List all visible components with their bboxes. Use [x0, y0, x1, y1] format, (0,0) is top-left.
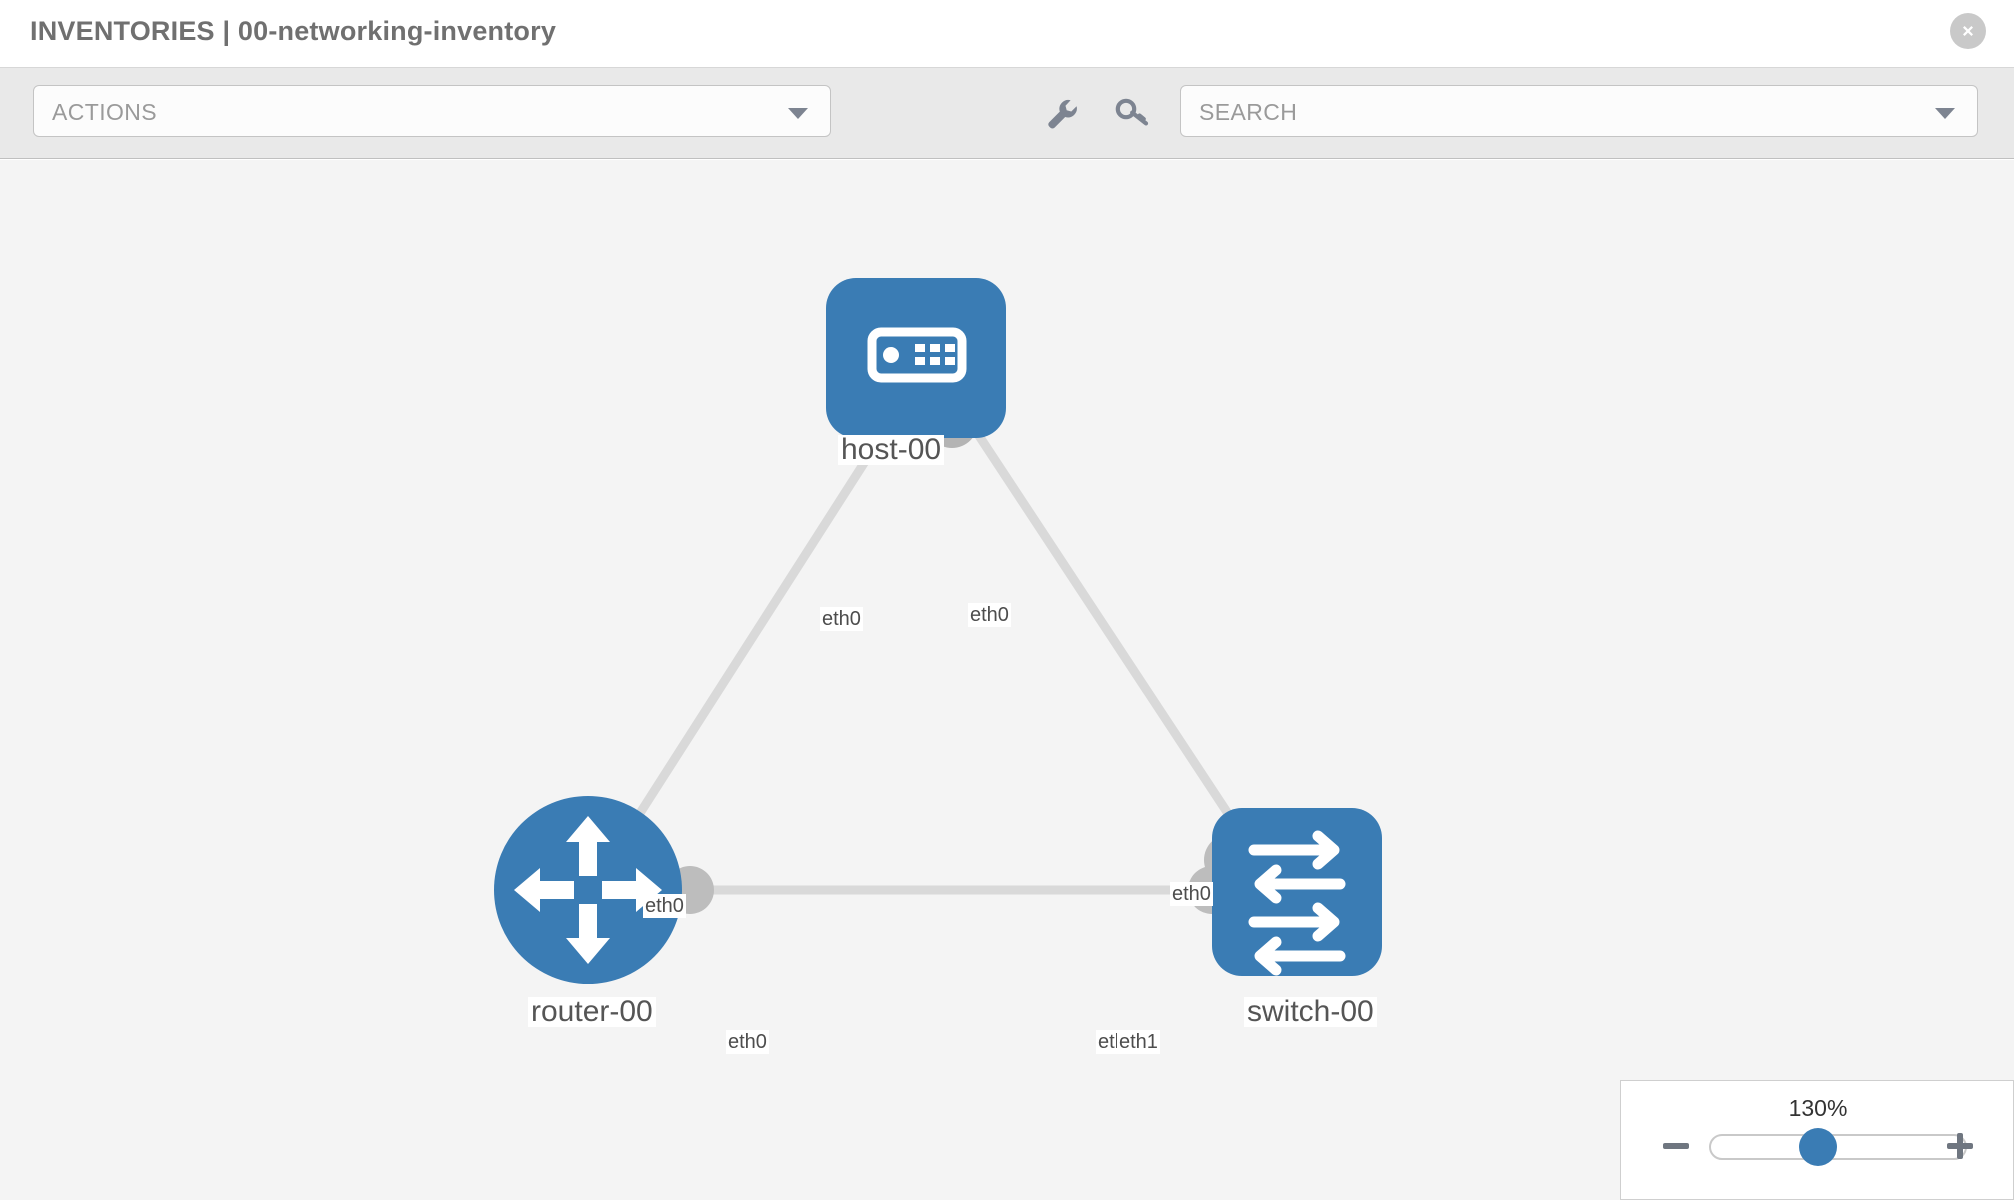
link-host00-router00[interactable] — [606, 407, 902, 863]
node-host-00[interactable] — [826, 278, 1006, 438]
search-input-placeholder: SEARCH — [1199, 99, 1298, 125]
zoom-out-button[interactable] — [1659, 1129, 1693, 1163]
close-icon — [1963, 26, 1973, 36]
iface-label-host00-right: eth0 — [968, 603, 1011, 627]
node-router-00-shape[interactable] — [494, 796, 682, 984]
zoom-control-panel: 130% — [1620, 1080, 2014, 1200]
actions-dropdown-label: ACTIONS — [52, 99, 158, 125]
link-host00-switch00[interactable] — [958, 407, 1256, 853]
search-dropdown[interactable]: SEARCH — [1180, 85, 1978, 137]
node-label-router-00: router-00 — [528, 997, 656, 1027]
close-button[interactable] — [1950, 13, 1986, 49]
plus-icon — [1947, 1133, 1973, 1159]
page-header: INVENTORIES | 00-networking-inventory — [0, 0, 2014, 68]
node-switch-00[interactable] — [1212, 808, 1382, 976]
wrench-icon — [1048, 99, 1077, 129]
node-label-switch-00: switch-00 — [1244, 997, 1377, 1027]
iface-label-router00-uplink: eth0 — [643, 894, 686, 918]
switch-icon — [1248, 830, 1346, 976]
key-button[interactable] — [1110, 92, 1154, 136]
zoom-slider-track[interactable] — [1709, 1134, 1967, 1160]
iface-label-host00-left: eth0 — [820, 607, 863, 631]
iface-label-switch00-uplink: eth0 — [1170, 882, 1213, 906]
topology-connectors — [666, 396, 1256, 914]
page-title: INVENTORIES | 00-networking-inventory — [30, 16, 557, 46]
node-router-00[interactable] — [494, 796, 682, 984]
iface-label-switch00-eth1: eth1 — [1117, 1030, 1160, 1054]
node-label-host-00: host-00 — [838, 435, 945, 465]
minus-icon — [1663, 1143, 1689, 1149]
chevron-down-icon — [788, 108, 808, 119]
actions-dropdown[interactable]: ACTIONS — [33, 85, 831, 137]
server-icon — [867, 327, 967, 383]
zoom-in-button[interactable] — [1943, 1129, 1977, 1163]
wrench-button[interactable] — [1040, 92, 1084, 136]
zoom-slider-thumb[interactable] — [1799, 1128, 1837, 1166]
zoom-level-label: 130% — [1788, 1095, 1848, 1121]
key-icon — [1115, 98, 1149, 126]
topology-canvas[interactable]: host-00 router-00 switch-00 eth0 eth0 et… — [0, 160, 2014, 1200]
topology-graph — [494, 278, 1382, 984]
chevron-down-icon — [1935, 108, 1955, 119]
topology-links — [606, 407, 1256, 895]
iface-label-router00-eth0: eth0 — [726, 1030, 769, 1054]
